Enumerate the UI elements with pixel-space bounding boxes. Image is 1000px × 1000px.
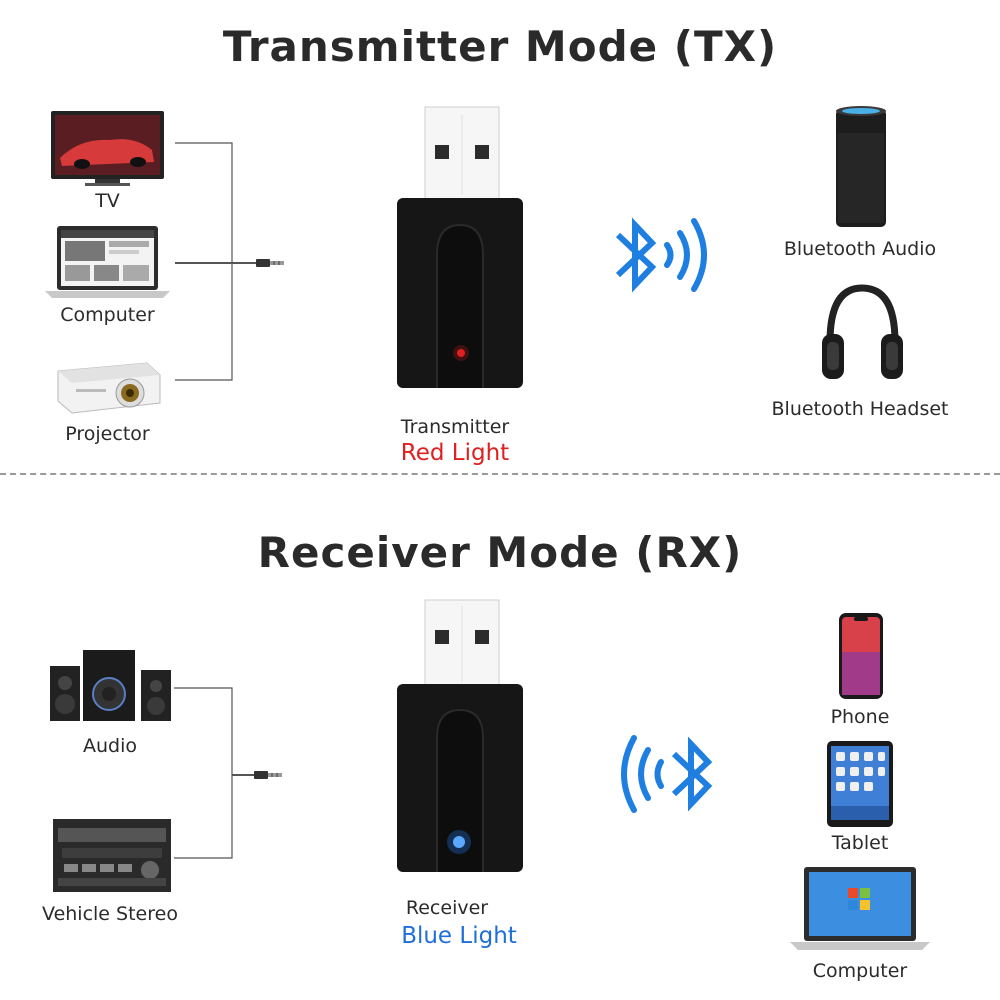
laptop-icon bbox=[790, 866, 930, 954]
receiver-label: Receiver bbox=[405, 897, 489, 919]
tablet-icon bbox=[826, 740, 894, 828]
bluetooth-audio-label: Bluetooth Audio bbox=[783, 238, 937, 260]
audio-cable-connector bbox=[174, 687, 282, 859]
blue-light-label: Blue Light bbox=[401, 923, 517, 949]
audio-cable-connector bbox=[175, 142, 284, 381]
vehicle-stereo-label: Vehicle Stereo bbox=[42, 903, 178, 925]
projector-icon bbox=[52, 353, 162, 418]
receiver-mode-title: Receiver Mode (RX) bbox=[257, 528, 743, 577]
tv-icon bbox=[50, 110, 165, 190]
audio-label: Audio bbox=[82, 735, 137, 757]
bluetooth-receiver-device bbox=[395, 598, 525, 888]
computer-label: Computer bbox=[60, 304, 155, 326]
car-stereo-icon bbox=[52, 818, 172, 893]
speaker-system-icon bbox=[48, 648, 173, 723]
section-divider bbox=[0, 473, 1000, 475]
transmitter-mode-title: Transmitter Mode (TX) bbox=[222, 22, 778, 71]
smart-speaker-icon bbox=[834, 105, 889, 230]
bluetooth-headset-label: Bluetooth Headset bbox=[771, 398, 949, 420]
bluetooth-transmitter-device bbox=[395, 105, 525, 395]
projector-label: Projector bbox=[65, 423, 150, 445]
computer-label: Computer bbox=[812, 960, 908, 982]
red-light-label: Red Light bbox=[400, 440, 510, 466]
tv-label: TV bbox=[95, 190, 120, 212]
laptop-icon bbox=[45, 225, 170, 300]
bluetooth-signal-icon bbox=[608, 722, 723, 832]
phone-label: Phone bbox=[830, 706, 890, 728]
headphones-icon bbox=[820, 282, 905, 387]
tablet-label: Tablet bbox=[831, 832, 889, 854]
phone-icon bbox=[838, 612, 884, 700]
transmitter-label: Transmitter bbox=[400, 416, 510, 438]
bluetooth-signal-icon bbox=[612, 205, 722, 315]
